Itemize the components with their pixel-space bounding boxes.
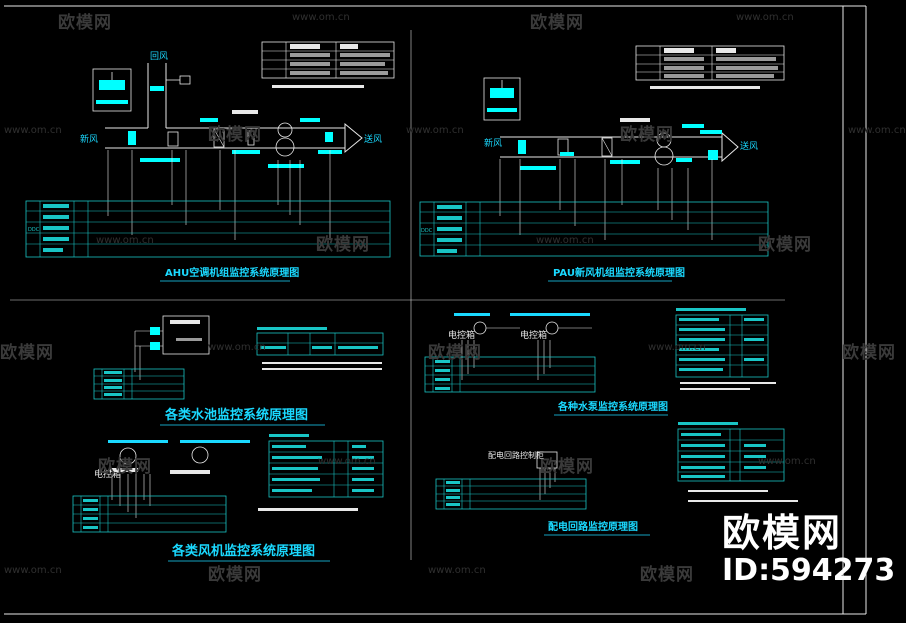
watermark-url: www.om.cn (848, 125, 906, 136)
pump-motor-a-label: 电控箱 (448, 329, 475, 341)
power-legend-table (677, 422, 798, 502)
watermark-brand: 欧模网 (428, 343, 482, 363)
watermark-brand: 欧模网 (620, 125, 674, 145)
watermark-brand: 欧模网 (640, 565, 694, 585)
pump-diagram: 电控箱 电控箱 (424, 308, 776, 416)
water-title: 各类水池监控系统原理图 (164, 407, 308, 423)
watermark-brand: 欧模网 (758, 235, 812, 255)
ahu-title: AHU空调机组监控系统原理图 (165, 266, 299, 279)
watermark-url: www.om.cn (428, 565, 486, 576)
pump-title: 各种水泵监控系统原理图 (557, 400, 668, 413)
fan-motor-label: 电控箱 (94, 468, 121, 480)
brand-logo: 欧模网 ID:594273 (722, 511, 896, 588)
ahu-return-air-label: 回风 (150, 51, 168, 62)
pau-title: PAU新风机组监控系统原理图 (553, 266, 685, 279)
watermark-brand: 欧模网 (842, 343, 896, 363)
watermark-url: www.om.cn (292, 12, 350, 23)
water-tank-diagram: 各类水池监控系统原理图 (93, 315, 384, 426)
ahu-ddc-label: DDC (28, 227, 40, 233)
watermark-url: www.om.cn (318, 456, 376, 467)
watermark-url: www.om.cn (648, 342, 706, 353)
water-ddc-table (93, 368, 185, 400)
power-ddc-table (435, 478, 587, 510)
watermark-brand: 欧模网 (58, 13, 112, 33)
watermark-brand: 欧模网 (316, 235, 370, 255)
ahu-diagram: DDC 回风 新风 送风 AHU空调机组监控系统原理图 (25, 41, 395, 282)
watermark-brand: 欧模网 (0, 343, 54, 363)
pump-legend-table (675, 308, 776, 390)
pau-legend-table (635, 45, 785, 89)
brand-logo-id: ID:594273 (722, 553, 896, 588)
pau-ddc-table: DDC (419, 201, 769, 257)
drawing-frame (4, 5, 867, 615)
fan-diagram: 电控箱 (72, 434, 384, 562)
watermark-url: www.om.cn (758, 456, 816, 467)
brand-logo-name: 欧模网 (722, 511, 843, 555)
watermark-brand: 欧模网 (208, 125, 262, 145)
watermark-url: www.om.cn (208, 342, 266, 353)
watermark-brand: 欧模网 (530, 13, 584, 33)
watermark-url: www.om.cn (536, 235, 594, 246)
watermark-brand: 欧模网 (208, 565, 262, 585)
ahu-legend-table (261, 41, 395, 88)
watermark-brand: 欧模网 (540, 457, 594, 477)
pau-diagram: DDC 新风 送风 PAU新风机组监控系统原理图 (419, 45, 785, 282)
ahu-supply-air-label: 送风 (364, 133, 382, 145)
power-box-label: 配电回路控制柜 (488, 450, 544, 460)
power-title: 配电回路监控原理图 (548, 520, 638, 533)
water-legend-table (256, 327, 384, 370)
watermark-url: www.om.cn (96, 235, 154, 246)
ahu-fresh-air-label: 新风 (80, 133, 98, 145)
fan-title: 各类风机监控系统原理图 (171, 543, 315, 559)
pau-supply-air-label: 送风 (740, 140, 758, 152)
cad-drawing-sheet: DDC 回风 新风 送风 AHU空调机组监控系统原理图 (4, 5, 867, 615)
watermark-url: www.om.cn (736, 12, 794, 23)
pau-fresh-air-label: 新风 (484, 137, 502, 149)
fan-ddc-table (72, 495, 227, 533)
ahu-ddc-table: DDC (25, 200, 391, 258)
pump-motor-b-label: 电控箱 (520, 329, 547, 341)
fan-legend-table (258, 434, 384, 511)
watermark-url: www.om.cn (4, 125, 62, 136)
power-diagram: 配电回路控制柜 (435, 422, 798, 536)
pump-ddc-table (424, 356, 596, 393)
pau-ddc-label: DDC (421, 228, 433, 234)
watermark-url: www.om.cn (4, 565, 62, 576)
watermark-url: www.om.cn (406, 125, 464, 136)
watermark-brand: 欧模网 (98, 457, 152, 477)
